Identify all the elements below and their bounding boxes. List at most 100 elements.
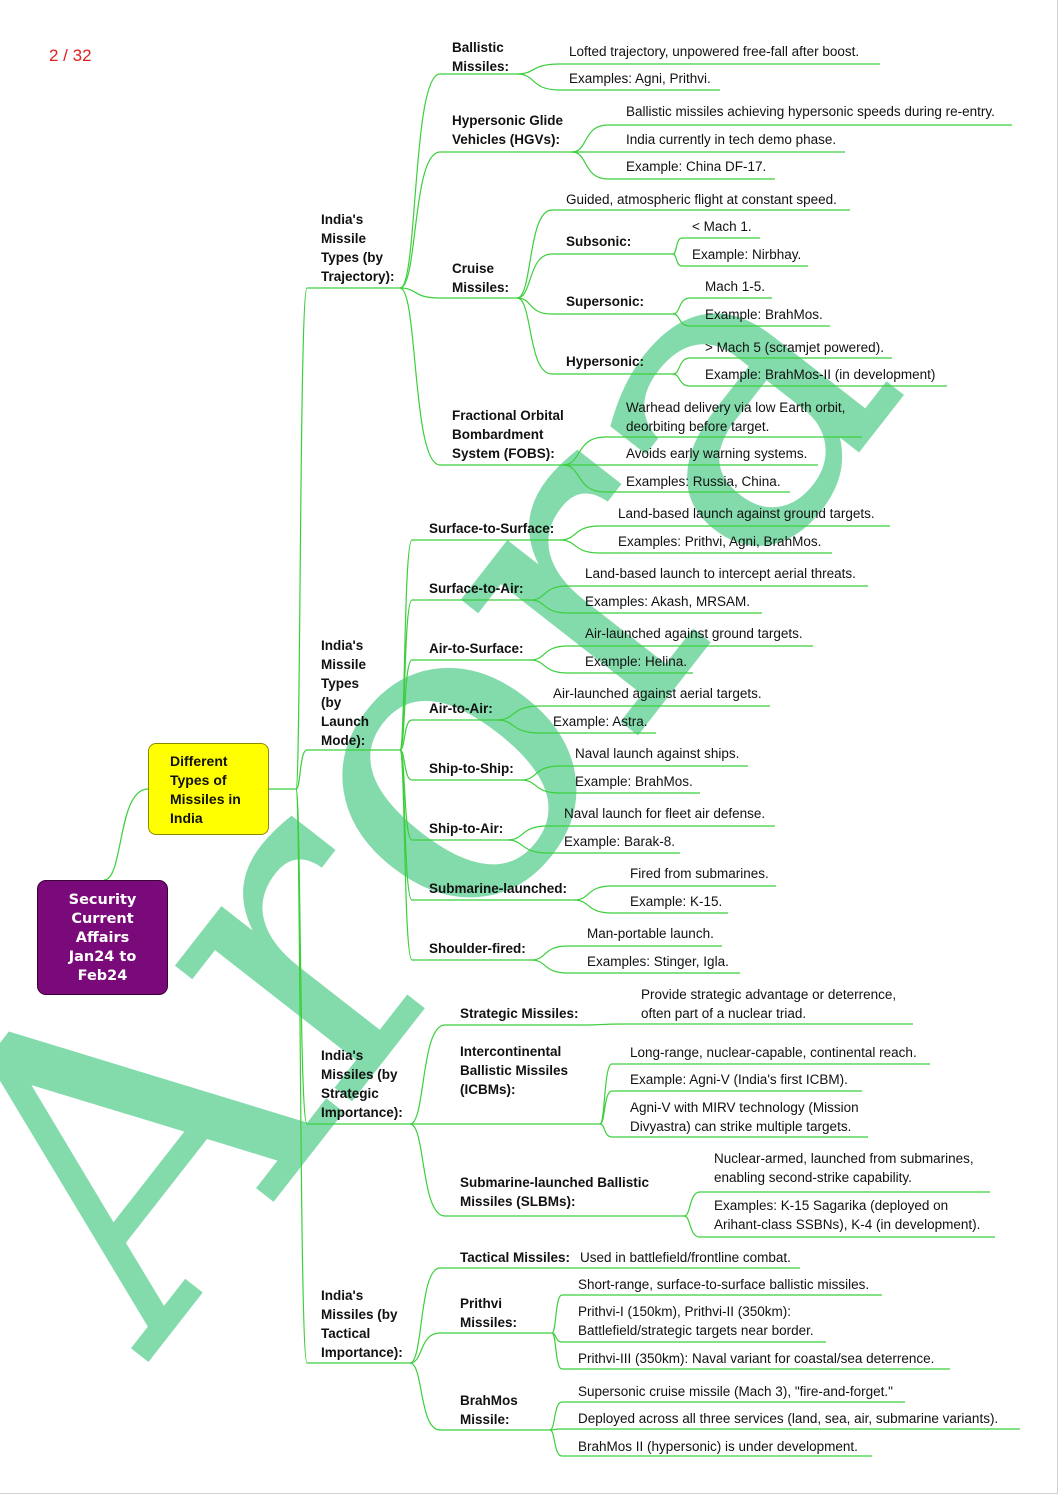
connector xyxy=(399,749,413,961)
node-fobs-label: Fractional Orbital Bombardment System (F… xyxy=(452,408,564,461)
leaf-text: Examples: K-15 Sagarika (deployed on Ari… xyxy=(714,1198,981,1232)
root-topic: Security Current Affairs Jan24 to Feb24 xyxy=(37,880,168,995)
leaf-text: Prithvi-I (150km), Prithvi-II (350km): B… xyxy=(578,1304,814,1338)
node-cruise-label: Cruise Missiles: xyxy=(452,261,510,295)
node-icbm-label: Intercontinental Ballistic Missiles (ICB… xyxy=(460,1044,569,1097)
node-ballistic-label: Ballistic Missiles: xyxy=(452,40,510,74)
connector xyxy=(506,825,549,841)
node-subsonic-label: Subsonic: xyxy=(566,234,632,249)
connector xyxy=(559,525,601,541)
connector xyxy=(399,659,413,751)
connector xyxy=(573,885,613,901)
leaf-text: > Mach 5 (scramjet powered). xyxy=(705,340,884,355)
node-tactical-missiles-label: Tactical Missiles: xyxy=(460,1250,571,1265)
leaf-text: Long-range, nuclear-capable, continental… xyxy=(630,1045,917,1060)
connector xyxy=(516,209,553,299)
connector xyxy=(599,1090,613,1125)
branch-tactical-label: India's Missiles (by Tactical Importance… xyxy=(321,1288,403,1360)
connector xyxy=(683,1215,701,1238)
central-topic: Different Types of Missiles in India xyxy=(148,743,269,835)
branch-strategic-label: India's Missiles (by Strategic Importanc… xyxy=(321,1048,403,1120)
node-ship-to-ship-label: Ship-to-Ship: xyxy=(429,761,514,776)
leaf-text: Nuclear-armed, launched from submarines,… xyxy=(714,1151,974,1185)
branch-launch-label: India's Missile Types (by Launch Mode): xyxy=(321,638,370,748)
leaf-text: Examples: Agni, Prithvi. xyxy=(569,71,711,86)
leaf-text: Example: K-15. xyxy=(630,894,723,909)
connector xyxy=(295,749,308,790)
connector xyxy=(549,1429,563,1457)
connector xyxy=(672,313,691,327)
leaf-text: Land-based launch to intercept aerial th… xyxy=(585,566,856,581)
connector xyxy=(551,1332,563,1370)
node-strategic-missiles-label: Strategic Missiles: xyxy=(460,1006,579,1021)
connector xyxy=(529,645,569,661)
leaf-text: Land-based launch against ground targets… xyxy=(618,506,875,521)
connector xyxy=(409,1267,441,1364)
connector xyxy=(571,124,609,153)
leaf-text: < Mach 1. xyxy=(692,219,752,234)
connector xyxy=(399,73,441,289)
connector xyxy=(683,1191,701,1217)
connector xyxy=(672,357,691,375)
connector xyxy=(520,765,561,781)
node-ship-to-air-label: Ship-to-Air: xyxy=(429,821,504,836)
connector xyxy=(409,1123,446,1217)
node-prithvi-label: Prithvi Missiles: xyxy=(460,1296,518,1330)
leaf-text: India currently in tech demo phase. xyxy=(626,132,837,147)
leaf-text: Provide strategic advantage or deterrenc… xyxy=(641,987,897,1021)
connector xyxy=(409,1362,441,1431)
connector xyxy=(516,297,553,375)
leaf-text: Naval launch against ships. xyxy=(575,746,740,761)
connector xyxy=(516,253,553,299)
leaf-text: Mach 1-5. xyxy=(705,279,766,294)
connector xyxy=(559,539,601,554)
page-indicator: 2 / 32 xyxy=(49,46,92,65)
connector xyxy=(506,839,549,854)
node-slbm-label: Submarine-launched Ballistic Missiles (S… xyxy=(460,1175,650,1209)
connector xyxy=(585,1023,626,1026)
node-hgv-label: Hypersonic Glide Vehicles (HGVs): xyxy=(452,113,564,147)
branch-trajectory-label: India's Missile Types (by Trajectory): xyxy=(321,212,395,284)
leaf-text: Lofted trajectory, unpowered free-fall a… xyxy=(569,44,860,59)
connector xyxy=(496,705,541,721)
connector xyxy=(672,297,691,315)
leaf-text: Example: BrahMos. xyxy=(575,774,693,789)
node-hypersonic-label: Hypersonic: xyxy=(566,354,645,369)
leaf-text: Guided, atmospheric flight at constant s… xyxy=(566,192,837,207)
leaf-text: Example: BrahMos. xyxy=(705,307,823,322)
node-air-to-air-label: Air-to-Air: xyxy=(429,701,493,716)
leaf-text: Ballistic missiles achieving hypersonic … xyxy=(626,104,995,119)
connector xyxy=(399,287,441,299)
connector xyxy=(529,599,569,614)
leaf-text: Avoids early warning systems. xyxy=(626,446,808,461)
leaf-text: Example: BrahMos-II (in development) xyxy=(705,367,936,382)
leaf-text: Examples: Stinger, Igla. xyxy=(587,954,729,969)
node-surface-to-surface-label: Surface-to-Surface: xyxy=(429,521,555,536)
node-shoulder-label: Shoulder-fired: xyxy=(429,941,526,956)
connector xyxy=(520,779,561,794)
connector xyxy=(549,1401,563,1431)
connector xyxy=(571,151,609,180)
connector xyxy=(529,659,569,674)
connector xyxy=(516,73,561,91)
leaf-text: BrahMos II (hypersonic) is under develop… xyxy=(578,1439,858,1454)
leaf-text: Examples: Russia, China. xyxy=(626,474,781,489)
connector xyxy=(562,464,606,493)
leaf-text: Air-launched against aerial targets. xyxy=(553,686,762,701)
connector xyxy=(672,253,683,267)
connector xyxy=(599,1123,613,1138)
connector xyxy=(516,297,553,315)
leaf-text: Naval launch for fleet air defense. xyxy=(564,806,766,821)
connector xyxy=(672,373,691,387)
node-air-to-surface-label: Air-to-Surface: xyxy=(429,641,524,656)
node-submarine-label: Submarine-launched: xyxy=(429,881,568,896)
node-supersonic-label: Supersonic: xyxy=(566,294,645,309)
connector xyxy=(399,719,413,751)
leaf-text: Example: Barak-8. xyxy=(564,834,676,849)
connector xyxy=(530,959,569,974)
connector xyxy=(672,237,683,255)
connector xyxy=(409,1332,441,1364)
leaf-text: Example: Astra. xyxy=(553,714,648,729)
